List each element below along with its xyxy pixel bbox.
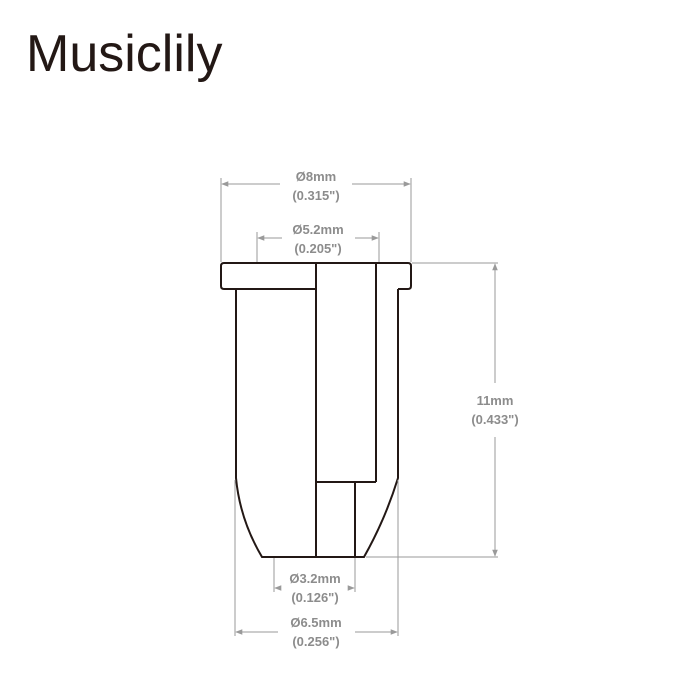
part-outline bbox=[220, 262, 412, 558]
dim-top-inner-mm: Ø5.2mm bbox=[292, 222, 343, 237]
dim-bottom-outer-mm: Ø6.5mm bbox=[290, 615, 341, 630]
brand-title: Musiclily bbox=[26, 25, 223, 83]
dim-height-inch: (0.433") bbox=[471, 412, 518, 427]
dim-height-mm: 11mm bbox=[477, 393, 514, 408]
dim-top-outer-inch: (0.315") bbox=[292, 188, 339, 203]
dim-bottom-outer-inch: (0.256") bbox=[292, 634, 339, 649]
dim-bottom-inner-mm: Ø3.2mm bbox=[289, 571, 340, 586]
dim-top-outer-mm: Ø8mm bbox=[296, 169, 336, 184]
dim-bottom-inner-inch: (0.126") bbox=[291, 590, 338, 605]
dim-top-inner-inch: (0.205") bbox=[294, 241, 341, 256]
dimension-lines bbox=[220, 178, 498, 636]
